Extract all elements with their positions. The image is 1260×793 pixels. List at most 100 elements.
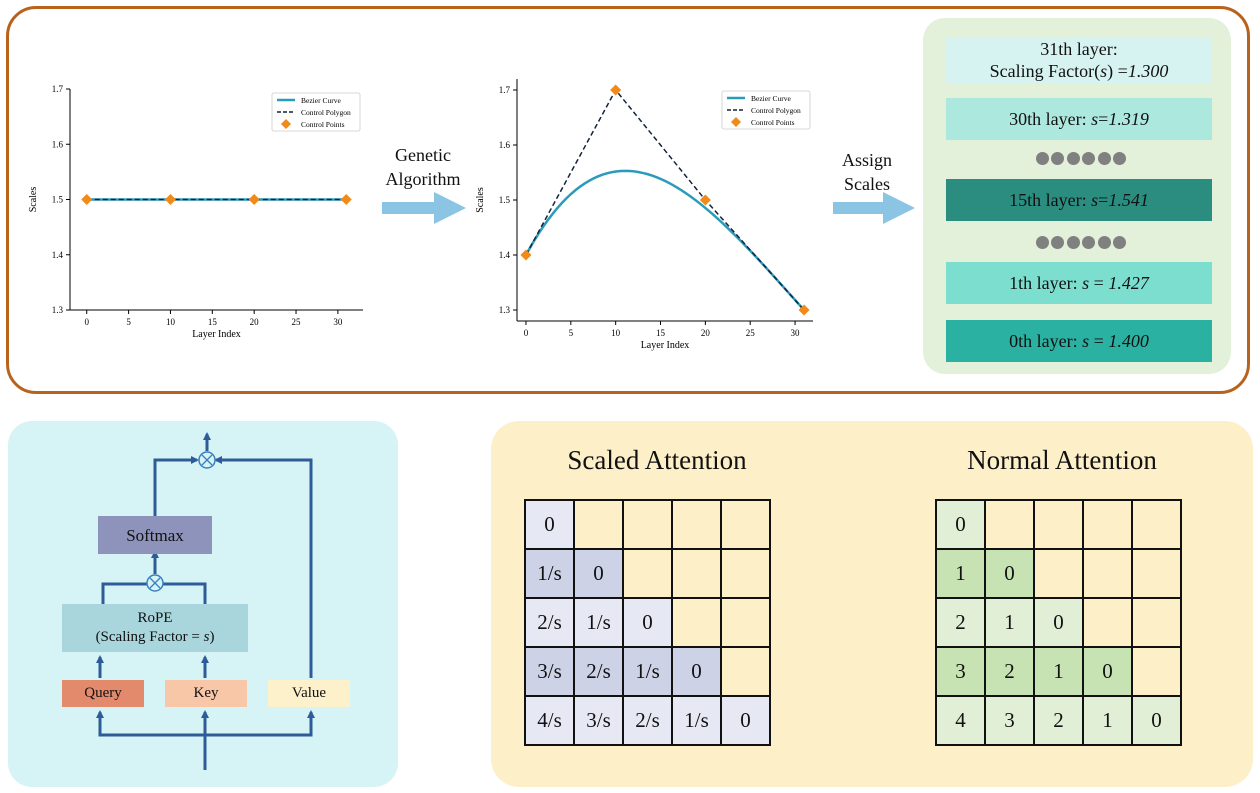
x-tick-label: 0 — [524, 328, 529, 338]
matrix-cell: 0 — [1082, 646, 1133, 697]
matrix-cell: 1 — [935, 548, 986, 599]
query-block: Query — [62, 680, 144, 707]
matrix-cell — [1131, 597, 1182, 648]
matrix-cell — [720, 499, 771, 550]
rope-flow-arrows — [96, 432, 315, 770]
control-point — [699, 194, 711, 206]
layer-31-title: 31th layer: — [1040, 39, 1118, 59]
matrix-cell: 0 — [1033, 597, 1084, 648]
legend-points-swatch — [731, 117, 741, 127]
softmax-block: Softmax — [98, 516, 212, 554]
y-axis-label: Scales — [28, 187, 39, 213]
matrix-cell: 1/s — [524, 548, 575, 599]
y-tick-label: 1.3 — [499, 305, 511, 315]
matrix-cell: 3 — [935, 646, 986, 697]
matrix-cell — [1033, 548, 1084, 599]
legend-entry: Control Polygon — [751, 106, 801, 115]
matrix-cell: 0 — [622, 597, 673, 648]
matrix-cell: 1/s — [573, 597, 624, 648]
layer-15-value: 1.541 — [1108, 190, 1149, 210]
x-axis-label: Layer Index — [192, 329, 241, 340]
rope-title: RoPE — [137, 610, 173, 626]
multiply-icon-top — [198, 451, 216, 469]
control-point — [520, 249, 532, 261]
control-point — [340, 194, 352, 205]
matrix-cell — [622, 499, 673, 550]
matrix-cell: 0 — [720, 695, 771, 746]
x-tick-label: 5 — [126, 317, 131, 327]
x-tick-label: 20 — [250, 317, 260, 327]
matrix-row: 0 — [524, 499, 771, 550]
matrix-cell — [1131, 646, 1182, 697]
matrix-cell — [1082, 499, 1133, 550]
matrix-cell: 3/s — [573, 695, 624, 746]
assign-scales-label: Assign Scales — [802, 148, 932, 196]
matrix-cell — [720, 597, 771, 648]
matrix-cell: 0 — [524, 499, 575, 550]
assign-label-line1: Assign — [841, 150, 892, 170]
y-tick-label: 1.5 — [52, 195, 64, 205]
x-tick-label: 30 — [791, 328, 801, 338]
matrix-cell: 1 — [1033, 646, 1084, 697]
matrix-cell — [984, 499, 1035, 550]
matrix-cell: 2 — [984, 646, 1035, 697]
y-tick-label: 1.4 — [499, 250, 511, 260]
layer-30-label: 30th layer: — [1009, 109, 1092, 129]
legend-entry: Bezier Curve — [751, 94, 791, 103]
matrix-cell — [671, 499, 722, 550]
matrix-cell: 2 — [1033, 695, 1084, 746]
matrix-cell: 2/s — [622, 695, 673, 746]
matrix-cell: 4 — [935, 695, 986, 746]
matrix-cell — [573, 499, 624, 550]
genetic-algorithm-label: Genetic Algorithm — [358, 143, 488, 191]
matrix-cell — [720, 548, 771, 599]
y-tick-label: 1.4 — [52, 250, 64, 260]
layer-0-value: 1.400 — [1108, 331, 1149, 351]
scaled-attention-title: Scaled Attention — [567, 445, 747, 475]
genetic-label-line2: Algorithm — [385, 169, 461, 189]
ellipsis-dots-lower — [1036, 236, 1126, 249]
x-tick-label: 5 — [569, 328, 574, 338]
x-tick-label: 15 — [208, 317, 218, 327]
y-tick-label: 1.3 — [52, 305, 64, 315]
matrix-cell: 0 — [671, 646, 722, 697]
value-block: Value — [268, 680, 350, 707]
matrix-cell — [720, 646, 771, 697]
genetic-arrow-icon — [382, 192, 466, 224]
x-axis-label: Layer Index — [641, 340, 690, 351]
matrix-cell: 0 — [573, 548, 624, 599]
matrix-cell — [671, 548, 722, 599]
x-tick-label: 0 — [84, 317, 89, 327]
ellipsis-dots-upper — [1036, 152, 1126, 165]
multiply-icon-bottom — [146, 574, 164, 592]
rope-block: RoPE (Scaling Factor = s) — [62, 604, 248, 652]
layer-1-box: 1th layer: s = 1.427 — [946, 262, 1212, 304]
layer-1-value: 1.427 — [1108, 273, 1149, 293]
x-tick-label: 20 — [701, 328, 711, 338]
x-tick-label: 25 — [746, 328, 756, 338]
matrix-row: 0 — [935, 499, 1182, 550]
key-block: Key — [165, 680, 247, 707]
matrix-cell — [622, 548, 673, 599]
y-tick-label: 1.5 — [499, 195, 511, 205]
x-tick-label: 25 — [292, 317, 302, 327]
legend-entry: Control Points — [301, 120, 345, 129]
legend-entry: Control Points — [751, 118, 795, 127]
y-axis-label: Scales — [475, 187, 486, 213]
matrix-cell: 2/s — [573, 646, 624, 697]
top-panel — [6, 6, 1250, 394]
assign-arrow-icon — [833, 192, 915, 224]
control-polygon — [525, 88, 805, 311]
matrix-cell — [1082, 597, 1133, 648]
x-tick-label: 30 — [333, 317, 343, 327]
matrix-cell: 3 — [984, 695, 1035, 746]
